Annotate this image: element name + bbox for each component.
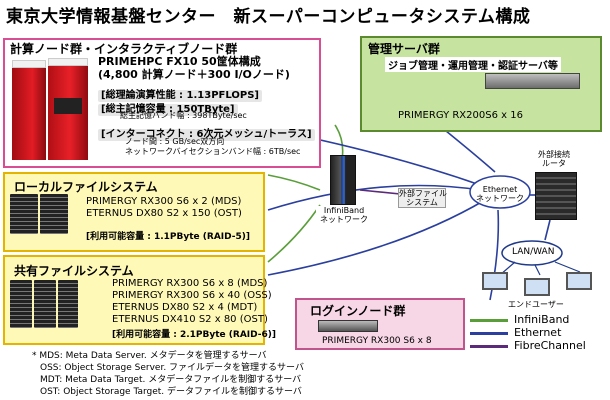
page-title: 東京大学情報基盤センター 新スーパーコンピュータシステム構成 [6, 7, 531, 27]
bisection-bandwidth: ネットワークバイセクションバンド幅 : 6TB/sec [125, 147, 301, 156]
management-heading: 管理サーバ群 [368, 42, 440, 56]
login-server-model: PRIMERGY RX300 S6 x 8 [322, 336, 432, 346]
footnotes: * MDS: Meta Data Server. メタデータを管理するサーバ O… [32, 350, 304, 398]
compute-node-count: (4,800 計算ノード＋300 I/Oノード) [98, 68, 290, 81]
shared-fs-line: PRIMERGY RX300 S6 x 40 (OSS) [112, 290, 272, 301]
shared-storage-image [10, 280, 80, 330]
footnote: MDT: Meta Data Target. メタデータファイルを制御するサーバ [40, 375, 302, 385]
footnote: OST: Object Storage Target. データファイルを制御する… [40, 387, 302, 397]
local-storage-image [10, 194, 70, 234]
legend: InfiniBand Ethernet FibreChannel [470, 314, 606, 354]
legend-fibrechannel-swatch [470, 345, 508, 348]
management-server-model: PRIMERGY RX200S6 x 16 [398, 110, 523, 121]
infiniband-switch-image [330, 155, 356, 205]
local-fs-line: PRIMERGY RX300 S6 x 2 (MDS) [86, 196, 242, 207]
interconnect: [インターコネクト : 6次元メッシュ/トーラス] [98, 129, 315, 141]
memory-capacity: [総主記憶容量 : 150TByte] [98, 104, 238, 116]
external-filesystem: 外部ファイル システム [398, 188, 447, 208]
legend-ethernet-label: Ethernet [514, 326, 562, 339]
fx10-rack-image [12, 58, 92, 163]
compute-model: PRIMEHPC FX10 50筐体構成 [98, 55, 261, 68]
local-fs-capacity: [利用可能容量 : 1.1PByte (RAID-5)] [86, 232, 251, 242]
ethernet-label: Ethernet ネットワーク [476, 185, 524, 203]
legend-infiniband-swatch [470, 319, 508, 322]
compute-nodes-heading: 計算ノード群・インタラクティブノード群 [10, 42, 238, 56]
router-label: 外部接続 ルータ [538, 150, 570, 168]
management-description: ジョブ管理・運用管理・認証サーバ等 [385, 57, 561, 72]
legend-ethernet-swatch [470, 332, 508, 335]
shared-fs-line: ETERNUS DX410 S2 x 80 (OST) [112, 314, 268, 325]
rx200-server-image [485, 73, 580, 89]
node-bandwidth: ノード間 : 5 GB/sec双方向 [125, 137, 225, 146]
router-image [535, 172, 577, 220]
peak-performance: [総理論演算性能 : 1.13PFLOPS] [98, 90, 262, 102]
infiniband-label: InfiniBand ネットワーク [316, 206, 372, 224]
shared-fs-line: ETERNUS DX80 S2 x 4 (MDT) [112, 302, 258, 313]
end-user-computers [480, 268, 600, 300]
shared-fs-heading: 共有ファイルシステム [14, 264, 134, 278]
footnote: * MDS: Meta Data Server. メタデータを管理するサーバ [32, 351, 267, 361]
end-users-label: エンドユーザー [508, 300, 564, 309]
legend-infiniband-label: InfiniBand [514, 313, 570, 326]
shared-fs-capacity: [利用可能容量 : 2.1PByte (RAID-6)] [112, 330, 277, 340]
login-heading: ログインノード群 [310, 304, 406, 318]
shared-fs-line: PRIMERGY RX300 S6 x 8 (MDS) [112, 278, 268, 289]
lan-wan-label: LAN/WAN [512, 247, 555, 257]
legend-fibrechannel-label: FibreChannel [514, 339, 586, 352]
local-fs-line: ETERNUS DX80 S2 x 150 (OST) [86, 208, 242, 219]
footnote: OSS: Object Storage Server. ファイルデータを管理する… [40, 363, 304, 373]
rx300-server-image [318, 320, 378, 332]
memory-bandwidth: 総主記憶バンド幅 : 398TByte/sec [120, 111, 247, 120]
local-fs-heading: ローカルファイルシステム [14, 180, 158, 194]
